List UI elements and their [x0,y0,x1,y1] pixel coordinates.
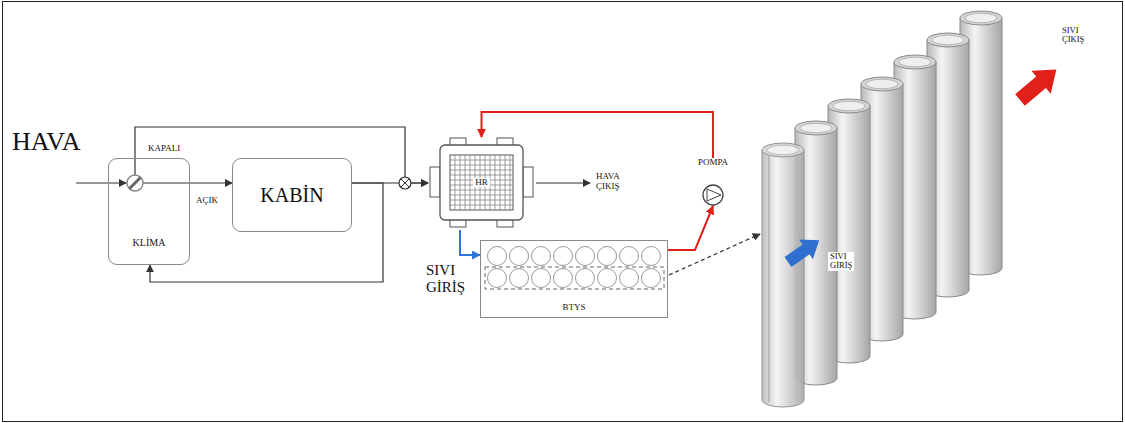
flow-connector [460,230,480,255]
valve-outlet-line [143,182,190,183]
exchanger-core [450,155,513,210]
battery-cell [488,247,507,266]
battery-cell [576,247,595,266]
valve-slash [130,178,141,189]
valve-bypass-line [134,158,135,175]
core-grid [450,165,513,166]
battery-cell [554,247,573,266]
battery-cell [554,269,573,288]
heat-exchanger: HR [428,135,535,230]
node-text: HR [473,178,490,188]
junction-cross [401,179,409,187]
core-grid [450,200,513,201]
junction-cross [401,179,409,187]
battery-cell [532,247,551,266]
core-grid [505,155,506,210]
liquid-out-label: SIVI ÇIKIŞ [1062,26,1084,45]
core-grid [450,190,513,191]
battery-cell [642,247,661,266]
core-grid [495,155,496,210]
node-text: KABİN [260,184,323,206]
flange [430,167,440,197]
mixing-junction [399,177,411,189]
pump-symbol: POMPA [690,158,736,207]
battery-cell [642,269,661,288]
core-grid [470,155,471,210]
pump-triangle [707,189,721,201]
battery-cell [620,269,639,288]
air-outlet-label: HAVA ÇIKIŞ [596,172,620,192]
valve-state-label: AÇIK [196,196,218,206]
cylinder-pack [762,11,1002,407]
liquid-out-arrow [1010,58,1066,112]
flange [523,167,533,197]
battery-cell [488,269,507,288]
core-grid [465,155,466,210]
air-label: HAVA [12,128,80,157]
battery-cell [598,247,617,266]
liquid-in-label: SIVI GİRİŞ [426,262,465,295]
cylinder-front [762,143,804,407]
battery-cell [620,247,639,266]
dashed-pointer [669,234,760,275]
flow-connector [190,182,232,183]
battery-cell [510,247,529,266]
node-text: POMPA [698,158,728,168]
flow-connector [668,206,713,250]
air-inlet-arrow [76,182,126,183]
battery-cell [510,269,529,288]
core-grid [450,175,513,176]
battery-cell [576,269,595,288]
core-grid [450,195,513,196]
core-grid [510,155,511,210]
liquid-in-arrow [781,230,826,271]
cabin-box: KABİN [232,158,352,232]
node-text: KLİMA [133,237,166,248]
air-outlet-arrow [536,182,590,183]
core-grid [455,155,456,210]
core-grid [450,160,513,161]
unit-box: KLİMA [108,158,190,265]
core-grid [450,170,513,171]
exchanger-body [440,145,523,220]
battery-cell [598,269,617,288]
frame [3,2,1123,422]
battery-box: BTYS [480,240,668,318]
liquid-in-label: SIVI GİRİŞ [828,252,854,271]
core-grid [500,155,501,210]
valve-state-label: KAPALI [148,144,180,154]
core-grid [460,155,461,210]
cell-row-outline [485,267,664,289]
core-grid [450,205,513,206]
battery-cell [532,269,551,288]
pump-circle [703,185,723,205]
valve-symbol [127,175,143,191]
node-text: BTYS [562,303,585,313]
